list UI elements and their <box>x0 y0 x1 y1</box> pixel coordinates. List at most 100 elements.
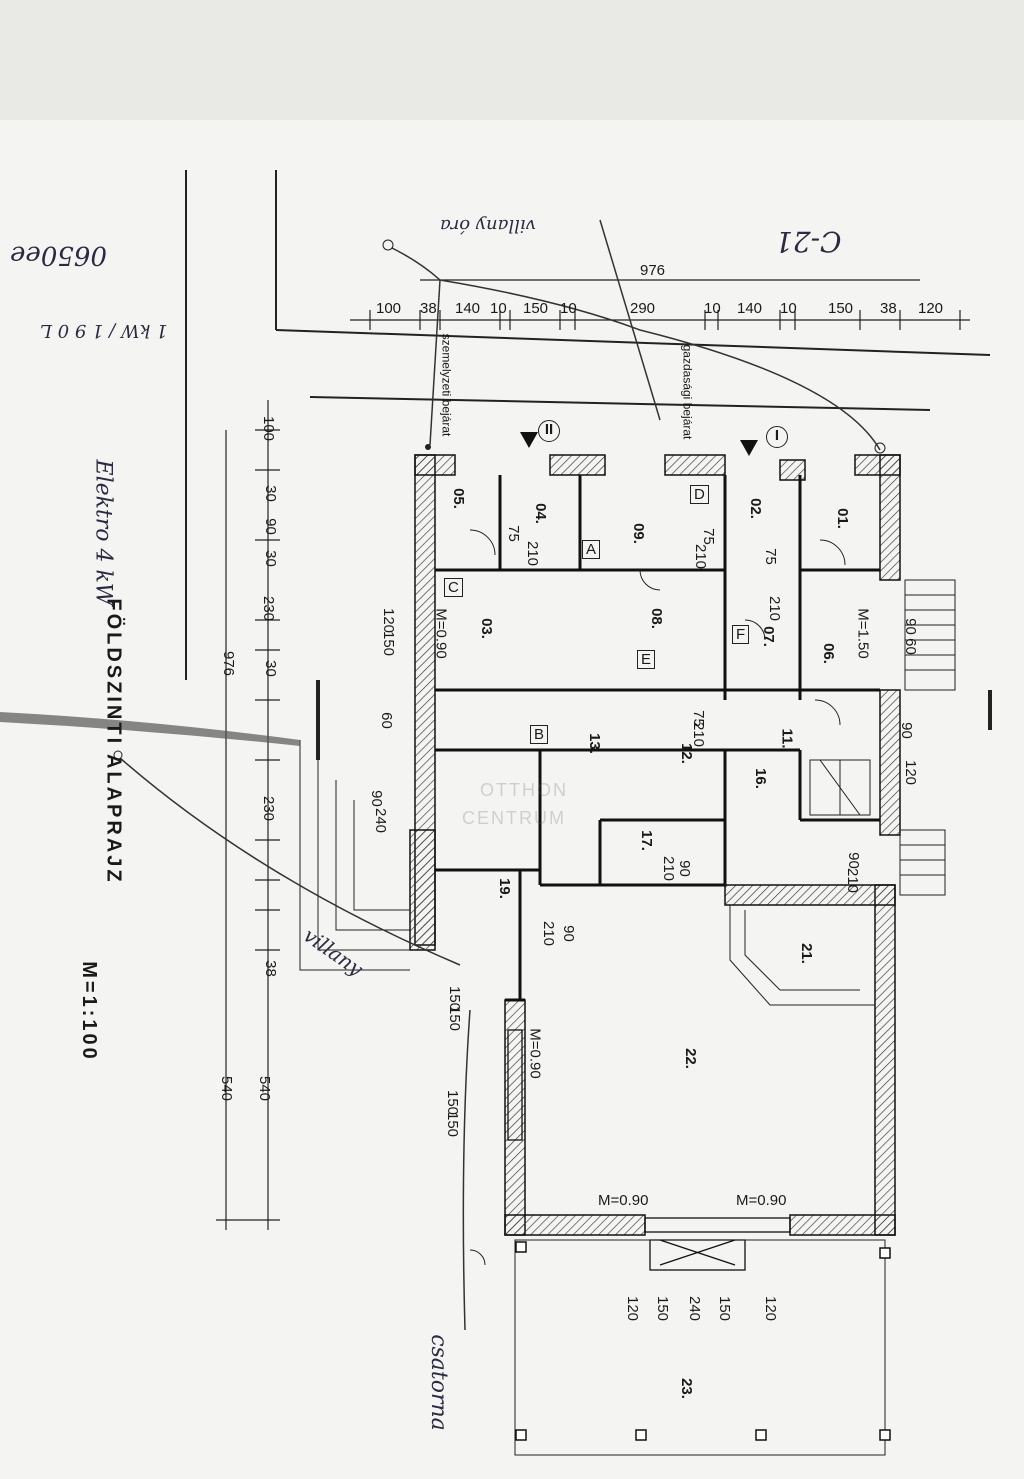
room-09: 09. <box>629 523 647 544</box>
opening-8-h: 150 <box>380 630 398 657</box>
opening-6-h: 210 <box>540 920 558 947</box>
staircase <box>809 579 956 896</box>
room-11: 11. <box>778 728 796 749</box>
top-dim-9: 10 <box>780 300 797 317</box>
opening-2-h: 210 <box>766 595 784 622</box>
room-16: 16. <box>751 768 769 789</box>
room-03: 03. <box>477 618 495 639</box>
room-13: 13. <box>585 733 603 754</box>
note-top-left: 0650ee <box>10 240 107 270</box>
top-dim-1: 38 <box>420 300 437 317</box>
left-dim-6: 30 <box>261 660 279 677</box>
bottom-dim-1: 150 <box>654 1295 672 1322</box>
door-swings <box>469 529 846 1266</box>
top-dim-0: 100 <box>376 300 402 317</box>
opening-4-h: 210 <box>660 855 678 882</box>
room-21: 21. <box>797 943 815 964</box>
watermark-line2: CENTRUM <box>462 808 566 828</box>
label-szemelyzeti: szemelyzeti bejárat <box>439 333 454 437</box>
opening-14: M=1.50 <box>854 608 872 659</box>
room-17: 17. <box>637 830 655 851</box>
watermark: OTTHON CENTRUM <box>440 640 600 840</box>
opening-9-w: 60 <box>377 712 395 729</box>
room-19: 19. <box>495 878 513 899</box>
left-dimension-chain <box>216 400 280 1230</box>
scan-smudge <box>0 712 300 746</box>
opening-1-w: 75 <box>699 528 717 545</box>
top-dimension-chain <box>350 279 970 330</box>
opening-15: M=0.90 <box>526 1028 544 1079</box>
mark-c: C <box>444 578 463 597</box>
mark-d: D <box>690 485 709 504</box>
bottom-dim-3: 150 <box>716 1295 734 1322</box>
plan-scale: M=1:100 <box>77 961 100 1062</box>
room-07: 07. <box>759 626 777 647</box>
parapet-2: M=0.90 <box>736 1192 787 1209</box>
top-dim-6: 290 <box>630 300 656 317</box>
opening-11-h: 150 <box>444 1111 462 1138</box>
terrace-posts <box>515 1241 891 1441</box>
bottom-dim-2: 240 <box>686 1295 704 1322</box>
top-dim-total: 976 <box>640 262 666 279</box>
entry-label-1: I <box>766 426 788 448</box>
top-dim-12: 120 <box>918 300 944 317</box>
top-dim-10: 150 <box>828 300 854 317</box>
opening-7-h: 240 <box>372 807 390 834</box>
opening-13-w: 90 <box>897 722 915 739</box>
opening-7-w: 90 <box>367 790 385 807</box>
opening-8-w: 120 <box>380 607 398 634</box>
left-dim-9: 230 <box>260 795 278 822</box>
top-dim-7: 10 <box>704 300 721 317</box>
top-dim-2: 140 <box>455 300 481 317</box>
opening-4-w: 90 <box>675 860 693 877</box>
room-08: 08. <box>647 608 665 629</box>
mark-f: F <box>732 625 750 644</box>
left-dim-5: 230 <box>260 595 278 622</box>
label-gazdasagi: gazdasági bejárat <box>680 344 695 440</box>
opening-0-w: 75 <box>504 525 522 542</box>
corner-code: C-21 <box>775 225 842 258</box>
mark-a: A <box>582 540 601 559</box>
opening-6-w: 90 <box>559 925 577 942</box>
room-01: 01. <box>833 508 851 529</box>
top-dim-4: 150 <box>523 300 549 317</box>
note-csatorna: csatorna <box>425 1334 451 1431</box>
left-dim-total: 976 <box>220 650 238 677</box>
left-dim-0: 100 <box>260 415 278 442</box>
parapet-1: M=0.90 <box>598 1192 649 1209</box>
left-dim-2: 30 <box>261 485 279 502</box>
room-22: 22. <box>681 1048 699 1069</box>
left-dim-4: 30 <box>261 550 279 567</box>
top-dim-3: 10 <box>490 300 507 317</box>
opening-0-h: 210 <box>524 540 542 567</box>
mark-b: B <box>530 725 549 744</box>
building-walls <box>409 454 901 1236</box>
room-02: 02. <box>746 498 764 519</box>
opening-2-w: 75 <box>761 548 779 565</box>
boundary-line-top <box>275 329 991 356</box>
watermark-line1: OTTHON <box>480 780 568 800</box>
opening-1-h: 210 <box>692 543 710 570</box>
mark-e: E <box>637 650 656 669</box>
left-dim-3: 90 <box>261 518 279 535</box>
parapet-3: M=0.90 <box>432 608 450 659</box>
left-dim-12: 38 <box>261 960 279 977</box>
opening-13-h: 120 <box>902 759 920 786</box>
opening-5-w: 90 <box>844 852 862 869</box>
terrace-outline <box>299 740 886 1456</box>
left-dim-540b: 540 <box>256 1075 274 1102</box>
top-dim-5: 10 <box>560 300 577 317</box>
entry-label-2: II <box>538 420 560 442</box>
bottom-dim-0: 120 <box>624 1295 642 1322</box>
opening-12-h: 60 <box>901 638 919 655</box>
room-05: 05. <box>449 488 467 509</box>
note-power: 1 kW / 1 9 0 L <box>40 320 168 341</box>
interior-walls <box>435 475 880 1002</box>
left-dim-540a: 540 <box>218 1075 236 1102</box>
utility-lines <box>119 219 881 1331</box>
top-dim-8: 140 <box>737 300 763 317</box>
bottom-dim-4: 120 <box>762 1295 780 1322</box>
room-06: 06. <box>819 643 837 664</box>
opening-3-h: 210 <box>690 721 708 748</box>
